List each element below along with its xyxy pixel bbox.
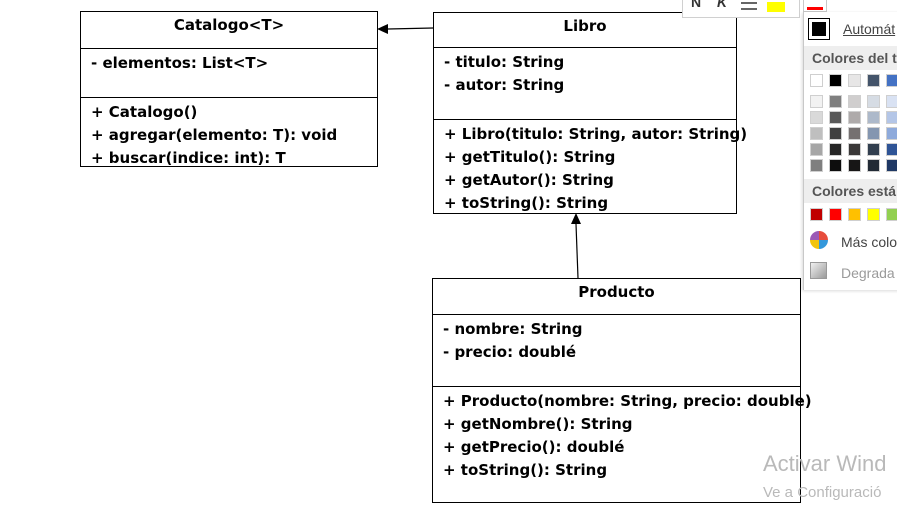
color-swatch[interactable] <box>848 74 861 87</box>
libro-to-catalogo-arrowhead <box>377 24 388 34</box>
align-icon-line <box>741 8 757 10</box>
class-catalogo-methods: + Catalogo() + agregar(elemento: T): voi… <box>81 98 377 170</box>
font-color-palette[interactable]: Automát Colores del t Colores está Más c… <box>803 12 897 290</box>
color-swatch[interactable] <box>886 159 897 172</box>
class-libro-name: Libro <box>434 13 736 48</box>
color-swatch[interactable] <box>867 208 880 221</box>
method: + getPrecio(): doublé <box>443 438 625 456</box>
color-swatch[interactable] <box>886 208 897 221</box>
method: + getTitulo(): String <box>444 148 616 166</box>
standard-colors-header: Colores está <box>804 179 897 203</box>
method: + Libro(titulo: String, autor: String) <box>444 125 748 143</box>
activation-watermark-subtitle: Ve a Configuració <box>763 484 882 501</box>
producto-to-libro-arrowhead <box>571 213 581 224</box>
class-producto-name: Producto <box>433 279 800 315</box>
color-swatch[interactable] <box>867 95 880 108</box>
class-libro-methods: + Libro(titulo: String, autor: String) +… <box>434 120 748 215</box>
color-swatch[interactable] <box>886 143 897 156</box>
gradient-option[interactable]: Degrada <box>841 265 895 281</box>
color-swatch[interactable] <box>810 111 823 124</box>
color-swatch[interactable] <box>810 74 823 87</box>
bold-button[interactable]: N <box>691 0 702 10</box>
class-producto[interactable]: Producto - nombre: String - precio: doub… <box>432 278 812 503</box>
color-swatch[interactable] <box>810 95 823 108</box>
color-swatch[interactable] <box>848 159 861 172</box>
color-swatch[interactable] <box>848 127 861 140</box>
method: + toString(): String <box>444 194 609 212</box>
font-color-button[interactable] <box>803 0 827 12</box>
method: + getAutor(): String <box>444 171 614 189</box>
highlight-color-button[interactable] <box>767 2 785 12</box>
attribute: - autor: String <box>444 76 565 94</box>
color-swatch[interactable] <box>829 208 842 221</box>
italic-button[interactable]: K <box>717 0 728 10</box>
color-swatch[interactable] <box>829 95 842 108</box>
color-swatch[interactable] <box>886 74 897 87</box>
color-swatch[interactable] <box>829 111 842 124</box>
class-catalogo-name: Catalogo<T> <box>81 12 377 49</box>
color-swatch[interactable] <box>867 111 880 124</box>
color-swatch[interactable] <box>829 159 842 172</box>
attribute: - nombre: String <box>443 320 583 338</box>
color-swatch[interactable] <box>810 208 823 221</box>
method: + toString(): String <box>443 461 608 479</box>
method: + Catalogo() <box>91 103 198 121</box>
attribute: - titulo: String <box>444 53 565 71</box>
class-catalogo-attributes: - elementos: List<T> <box>81 49 377 98</box>
color-swatch[interactable] <box>848 111 861 124</box>
attribute: - precio: doublé <box>443 343 577 361</box>
color-swatch[interactable] <box>886 95 897 108</box>
method: + getNombre(): String <box>443 415 633 433</box>
class-libro-attributes: - titulo: String - autor: String <box>434 48 736 120</box>
method: + Producto(nombre: String, precio: doubl… <box>443 392 812 410</box>
color-swatch[interactable] <box>810 127 823 140</box>
more-colors-option[interactable]: Más colo <box>841 234 897 250</box>
class-libro[interactable]: Libro - titulo: String - autor: String +… <box>433 12 748 215</box>
color-swatch[interactable] <box>829 74 842 87</box>
color-swatch[interactable] <box>867 74 880 87</box>
gradient-icon <box>810 262 827 279</box>
color-swatch[interactable] <box>867 127 880 140</box>
class-catalogo[interactable]: Catalogo<T> - elementos: List<T> + Catal… <box>80 11 378 167</box>
color-swatch[interactable] <box>810 143 823 156</box>
theme-colors-header: Colores del t <box>804 46 897 70</box>
automatic-color-swatch[interactable] <box>808 18 830 40</box>
color-swatch[interactable] <box>867 159 880 172</box>
method: + agregar(elemento: T): void <box>91 126 338 144</box>
automatic-color-option[interactable]: Automát <box>843 21 896 37</box>
align-icon[interactable] <box>741 2 757 4</box>
color-swatch[interactable] <box>848 95 861 108</box>
color-swatch[interactable] <box>867 143 880 156</box>
libro-to-catalogo-line <box>387 27 434 30</box>
method: + buscar(indice: int): T <box>91 149 286 167</box>
color-swatch[interactable] <box>848 208 861 221</box>
color-swatch[interactable] <box>810 159 823 172</box>
color-swatch[interactable] <box>886 127 897 140</box>
attribute: - elementos: List<T> <box>91 54 269 72</box>
class-producto-methods: + Producto(nombre: String, precio: doubl… <box>433 387 812 482</box>
font-color-bar <box>807 7 823 10</box>
producto-to-libro-line <box>575 223 579 279</box>
color-swatch[interactable] <box>848 143 861 156</box>
color-swatch[interactable] <box>829 143 842 156</box>
mini-toolbar: N K <box>682 0 800 18</box>
color-swatch[interactable] <box>829 127 842 140</box>
class-producto-attributes: - nombre: String - precio: doublé <box>433 315 800 387</box>
color-swatch[interactable] <box>886 111 897 124</box>
more-colors-icon <box>810 231 828 249</box>
activation-watermark-title: Activar Wind <box>763 451 887 476</box>
